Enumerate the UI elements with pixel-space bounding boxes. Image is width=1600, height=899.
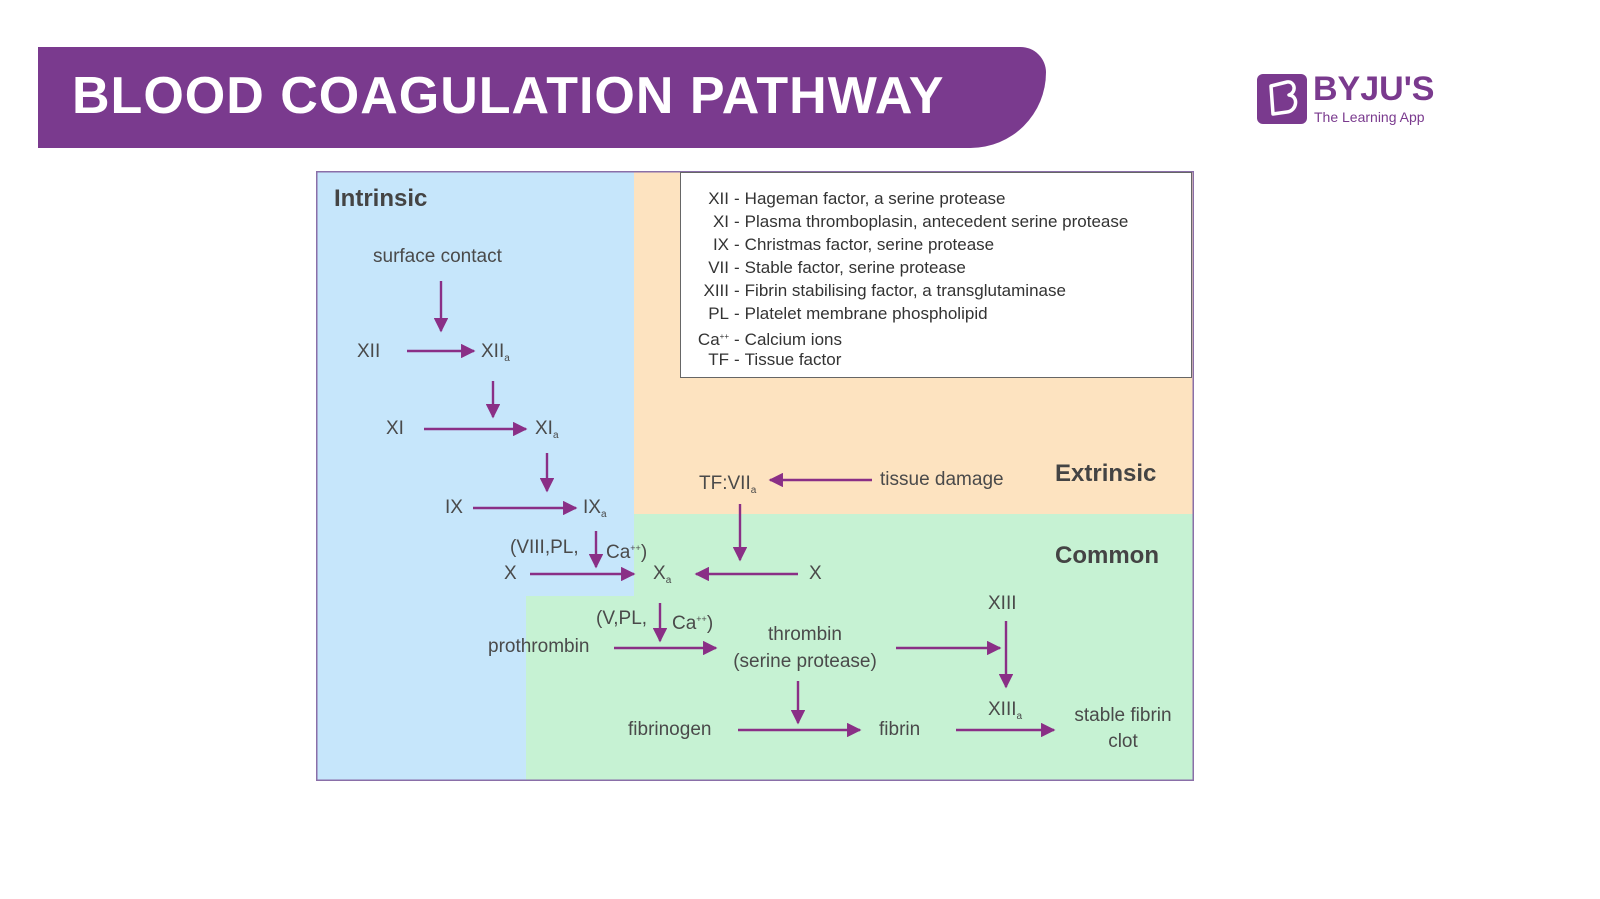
node-xiii: XIII: [988, 593, 1017, 614]
node-thrombin: thrombin: [768, 624, 842, 645]
legend-row-pl: PL-Platelet membrane phospholipid: [708, 304, 988, 323]
legend-row-ca: Ca++-Calcium ions: [697, 330, 842, 349]
node-cofactors-v-pl: (V,PL,: [596, 608, 648, 629]
coagulation-diagram: Intrinsic Extrinsic Common XII-Hageman f…: [316, 171, 1194, 781]
brand-tagline: The Learning App: [1314, 109, 1425, 125]
node-thrombin-note: (serine protease): [733, 651, 877, 672]
page-title: BLOOD COAGULATION PATHWAY: [72, 67, 945, 125]
common-region: [526, 514, 1194, 781]
legend-row-tf: TF-Tissue factor: [708, 350, 842, 369]
node-ix-a: IXa: [583, 497, 607, 520]
title-banner: [38, 47, 1046, 148]
node-xi-a: XIa: [535, 418, 559, 441]
node-ix: IX: [445, 497, 463, 518]
node-cofactors-viii-pl: (VIII,PL,: [510, 537, 579, 558]
node-xiii-a: XIIIa: [988, 699, 1023, 722]
legend-row-xii: XII-Hageman factor, a serine protease: [708, 189, 1006, 208]
region-label-common: Common: [1055, 542, 1159, 569]
node-fibrinogen: fibrinogen: [628, 719, 712, 740]
legend-row-xiii: XIII-Fibrin stabilising factor, a transg…: [703, 281, 1066, 300]
node-x-a: Xa: [653, 563, 672, 586]
byjus-logo-icon: [1257, 74, 1307, 124]
node-stable-fibrin: stable fibrin: [1074, 705, 1172, 726]
legend-row-ix: IX-Christmas factor, serine protease: [712, 235, 995, 254]
intrinsic-region: [316, 171, 634, 781]
node-clot: clot: [1108, 731, 1138, 752]
node-cofactors-ca-1: Ca++): [606, 542, 648, 563]
legend-box: XII-Hageman factor, a serine protease XI…: [680, 172, 1192, 378]
node-xii: XII: [357, 341, 381, 362]
legend-row-xi: XI-Plasma thromboplasin, antecedent seri…: [712, 212, 1129, 231]
diagram-border: [316, 171, 1194, 781]
brand-name: BYJU'S: [1313, 70, 1435, 108]
legend-row-vii: VII-Stable factor, serine protease: [708, 258, 966, 277]
node-fibrin: fibrin: [879, 719, 921, 740]
node-tf-vii-a: TF:VIIa: [699, 473, 757, 496]
node-cofactors-ca-2: Ca++): [672, 613, 714, 634]
node-xii-a: XIIa: [481, 341, 510, 364]
node-tissue-damage: tissue damage: [880, 469, 1004, 490]
node-x-extrinsic: X: [809, 563, 822, 584]
node-x-intrinsic: X: [504, 563, 517, 584]
region-label-intrinsic: Intrinsic: [334, 185, 428, 212]
node-prothrombin: prothrombin: [488, 636, 590, 657]
node-xi: XI: [386, 418, 404, 439]
region-label-extrinsic: Extrinsic: [1055, 460, 1157, 487]
node-surface-contact: surface contact: [373, 246, 502, 267]
